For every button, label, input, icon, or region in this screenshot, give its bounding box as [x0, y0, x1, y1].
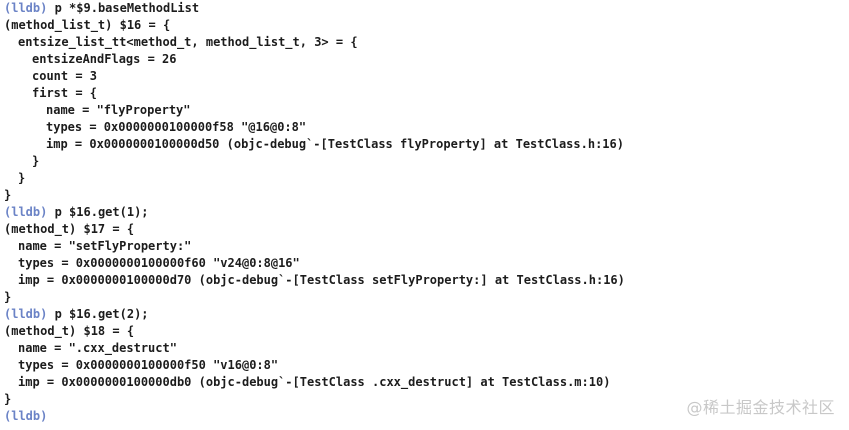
console-output-line: (method_list_t) $16 = {	[4, 17, 844, 34]
output-text: }	[32, 154, 40, 168]
console-command-line: (lldb) p $16.get(2);	[4, 306, 844, 323]
output-text: }	[18, 171, 26, 185]
output-text: imp = 0x0000000100000db0 (objc-debug`-[T…	[18, 375, 611, 389]
console-output-line: imp = 0x0000000100000d50 (objc-debug`-[T…	[4, 136, 844, 153]
console-output-line: }	[4, 187, 844, 204]
lldb-command: p $16.get(2);	[54, 307, 149, 321]
lldb-command: p *$9.baseMethodList	[54, 1, 200, 15]
console-output-line: name = "setFlyProperty:"	[4, 238, 844, 255]
output-text: name = "flyProperty"	[46, 103, 191, 117]
output-text: (method_list_t) $16 = {	[4, 18, 171, 32]
console-output-line: entsizeAndFlags = 26	[4, 51, 844, 68]
output-text: name = ".cxx_destruct"	[18, 341, 177, 355]
console-output-line: (method_t) $18 = {	[4, 323, 844, 340]
console-output-line: name = ".cxx_destruct"	[4, 340, 844, 357]
output-text: name = "setFlyProperty:"	[18, 239, 192, 253]
output-text: count = 3	[32, 69, 98, 83]
lldb-prompt: (lldb)	[4, 409, 48, 423]
watermark: @稀土掘金技术社区	[686, 398, 835, 417]
console-output-line: (method_t) $17 = {	[4, 221, 844, 238]
lldb-prompt: (lldb)	[4, 205, 48, 219]
console-output-line: }	[4, 170, 844, 187]
console-output-line: name = "flyProperty"	[4, 102, 844, 119]
console-output-line: types = 0x0000000100000f58 "@16@0:8"	[4, 119, 844, 136]
output-text: imp = 0x0000000100000d50 (objc-debug`-[T…	[46, 137, 624, 151]
console-output-line: imp = 0x0000000100000db0 (objc-debug`-[T…	[4, 374, 844, 391]
lldb-prompt: (lldb)	[4, 307, 48, 321]
output-text: entsizeAndFlags = 26	[32, 52, 177, 66]
console-output-line: count = 3	[4, 68, 844, 85]
console-command-line: (lldb)	[4, 408, 844, 425]
console-output-line: types = 0x0000000100000f60 "v24@0:8@16"	[4, 255, 844, 272]
output-text: imp = 0x0000000100000d70 (objc-debug`-[T…	[18, 273, 625, 287]
console-output-line: first = {	[4, 85, 844, 102]
lldb-prompt: (lldb)	[4, 1, 48, 15]
console-output-line: }	[4, 391, 844, 408]
output-text: first = {	[32, 86, 98, 100]
output-text: (method_t) $17 = {	[4, 222, 135, 236]
output-text: }	[4, 188, 12, 202]
console-command-line: (lldb) p *$9.baseMethodList	[4, 0, 844, 17]
console-output-line: types = 0x0000000100000f50 "v16@0:8"	[4, 357, 844, 374]
output-text: }	[4, 290, 12, 304]
output-text: types = 0x0000000100000f58 "@16@0:8"	[46, 120, 307, 134]
console-output-line: entsize_list_tt<method_t, method_list_t,…	[4, 34, 844, 51]
output-text: (method_t) $18 = {	[4, 324, 135, 338]
console-output-line: }	[4, 153, 844, 170]
lldb-command: p $16.get(1);	[54, 205, 149, 219]
console-output-line: imp = 0x0000000100000d70 (objc-debug`-[T…	[4, 272, 844, 289]
output-text: }	[4, 392, 12, 406]
console-command-line: (lldb) p $16.get(1);	[4, 204, 844, 221]
output-text: types = 0x0000000100000f50 "v16@0:8"	[18, 358, 279, 372]
console-output-line: }	[4, 289, 844, 306]
output-text: entsize_list_tt<method_t, method_list_t,…	[18, 35, 358, 49]
output-text: types = 0x0000000100000f60 "v24@0:8@16"	[18, 256, 300, 270]
lldb-console-output: (lldb) p *$9.baseMethodList(method_list_…	[4, 0, 844, 425]
